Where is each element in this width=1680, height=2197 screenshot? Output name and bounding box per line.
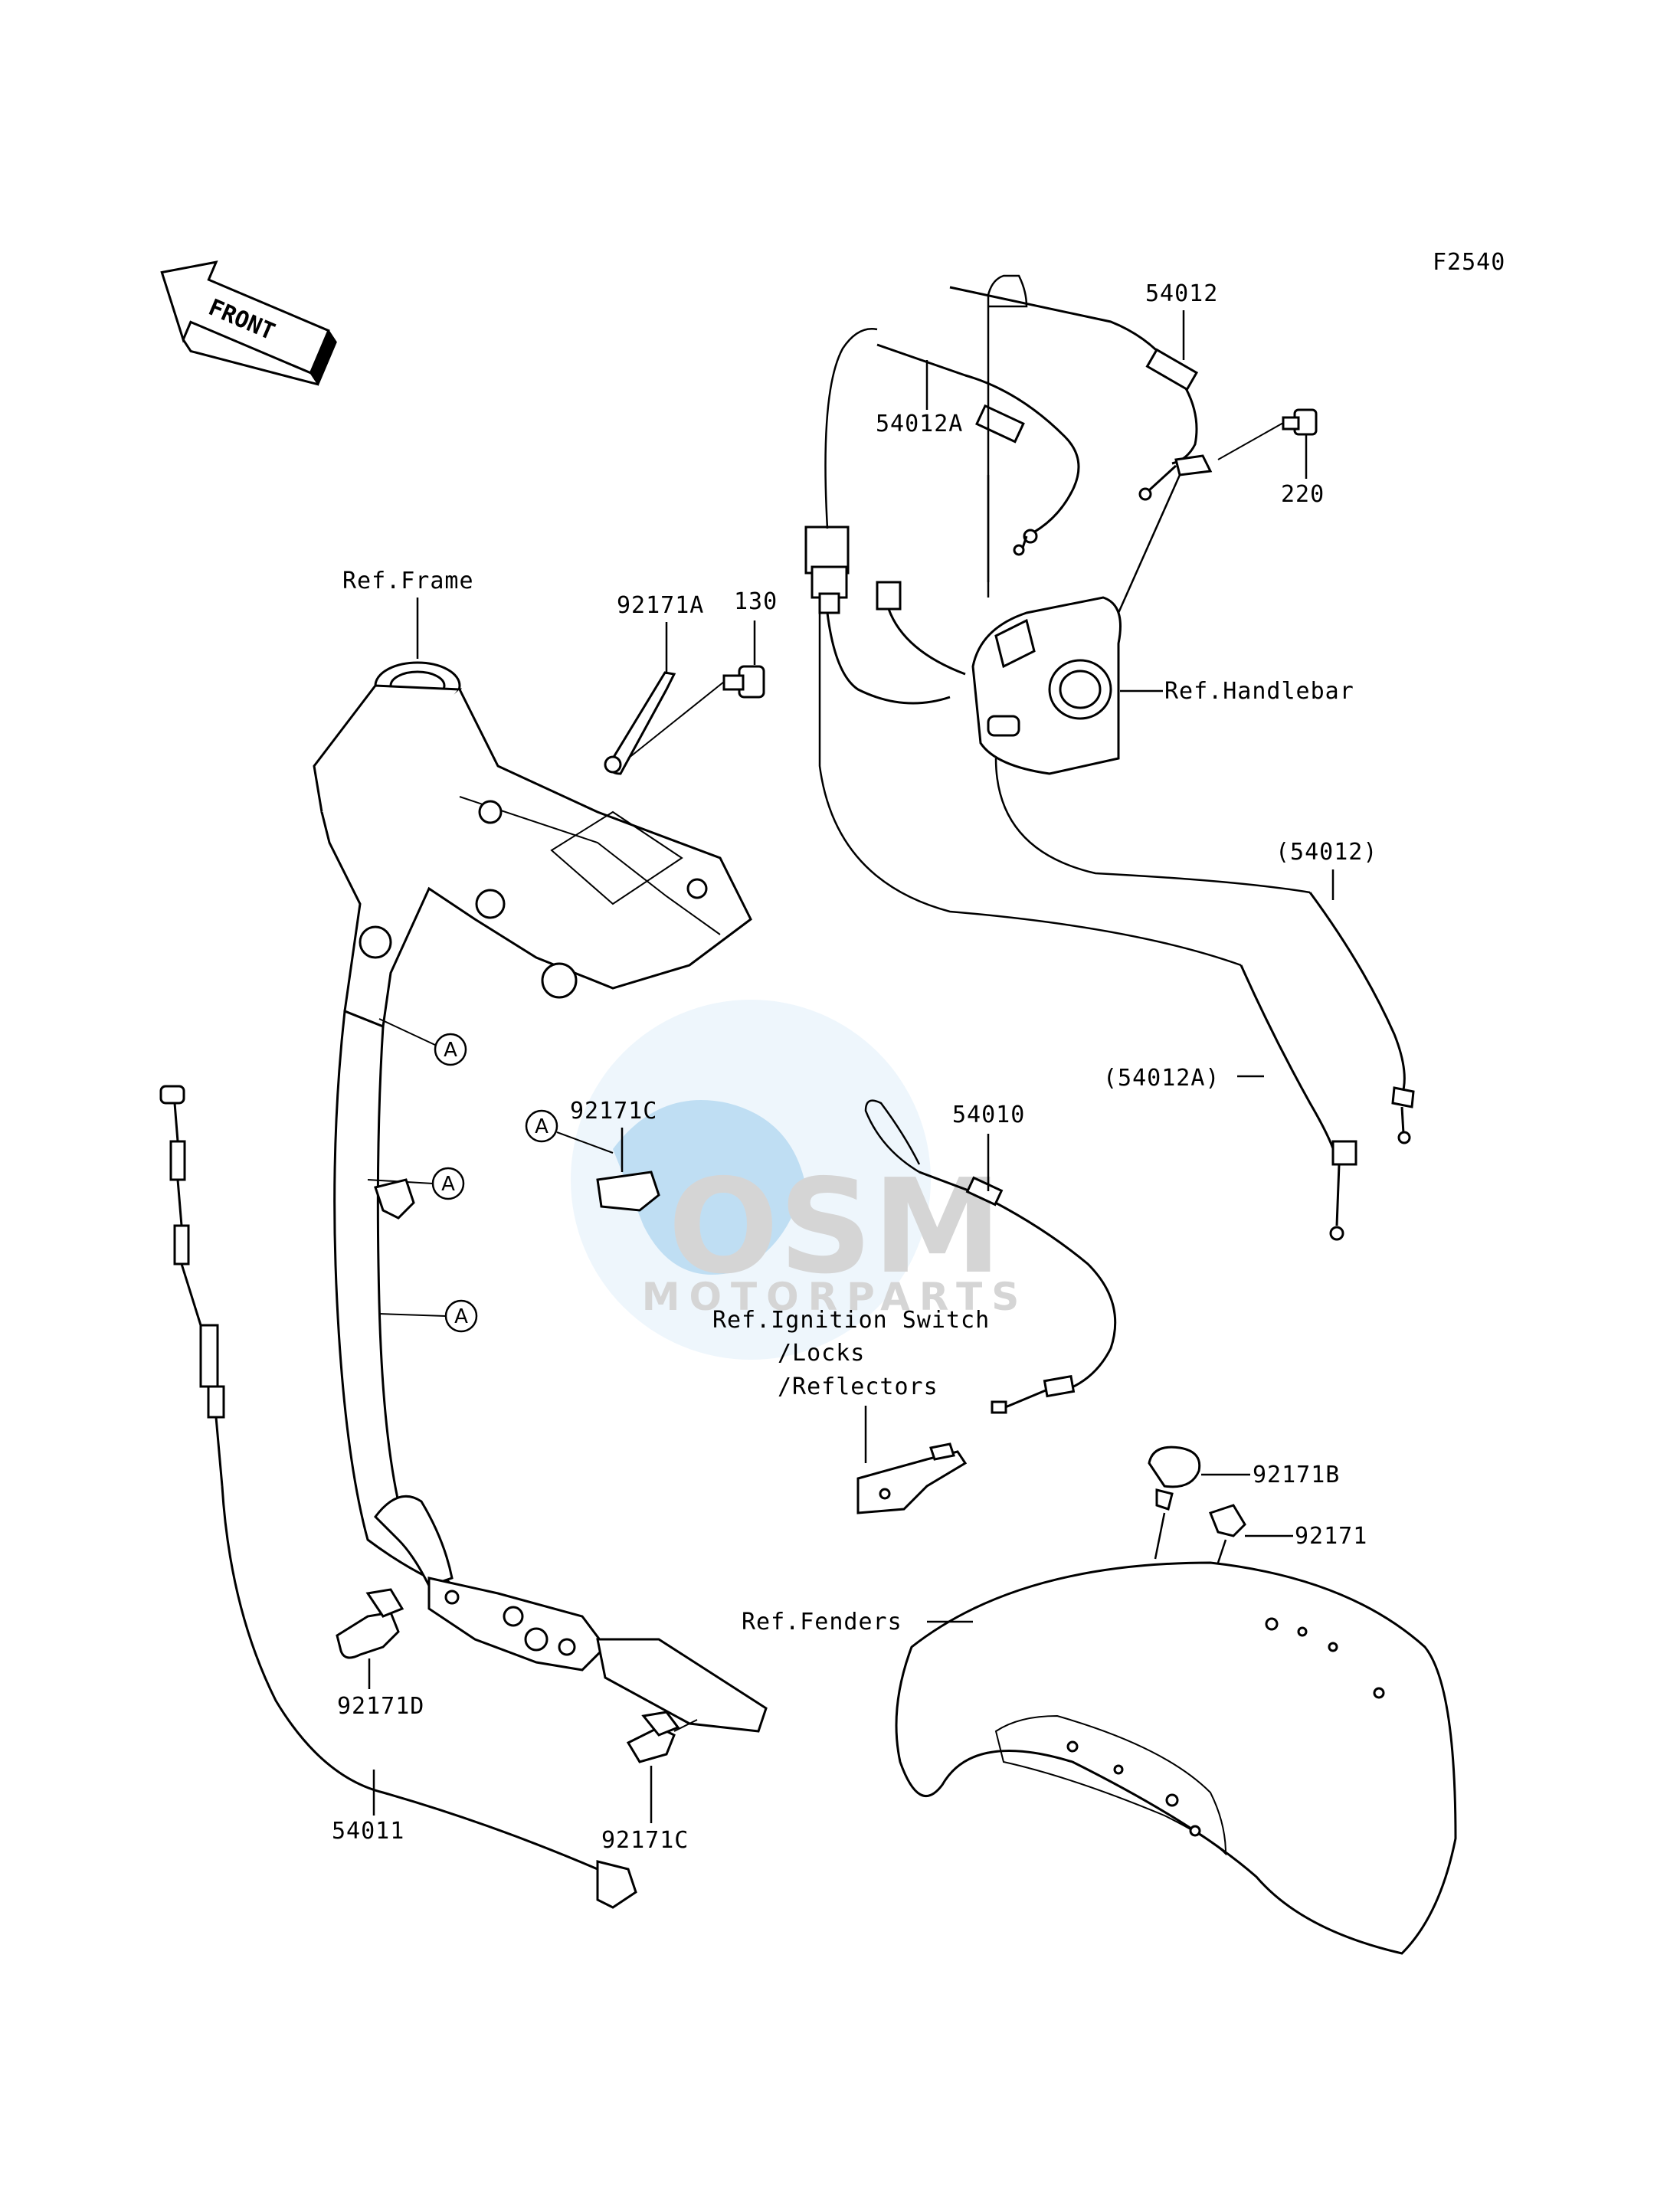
connector-plug xyxy=(804,526,850,614)
ref-fenders-label: Ref.Fenders xyxy=(742,1609,902,1635)
bolt-220 xyxy=(1282,408,1318,436)
ignition-bracket xyxy=(856,1442,968,1514)
watermark-brand: OSM xyxy=(668,1151,1002,1303)
callout-a-3: A xyxy=(378,1299,478,1333)
label-54012a: 54012A xyxy=(876,411,963,437)
ref-handlebar-label: Ref.Handlebar xyxy=(1164,678,1354,705)
cable-54012-top xyxy=(949,286,1198,465)
cable-54011 xyxy=(159,1085,637,1909)
ref-ignition-label-1: Ref.Ignition Switch xyxy=(712,1307,990,1334)
ref-frame-label: Ref.Frame xyxy=(342,568,474,594)
cable-54012a-lower xyxy=(1240,964,1338,1165)
label-220: 220 xyxy=(1281,481,1325,508)
frame-drawing xyxy=(313,661,768,1733)
cable-54012a-top xyxy=(876,343,1080,538)
callout-a-4: A xyxy=(525,1109,614,1154)
label-54010: 54010 xyxy=(952,1102,1025,1128)
handlebar-switch xyxy=(971,596,1122,775)
label-92171: 92171 xyxy=(1295,1523,1367,1550)
label-54012a-paren: (54012A) xyxy=(1103,1065,1220,1092)
label-54012-paren: (54012) xyxy=(1276,839,1377,866)
label-130: 130 xyxy=(734,588,778,615)
label-92171a: 92171A xyxy=(617,592,704,619)
label-54011: 54011 xyxy=(332,1818,404,1845)
clip-92171a xyxy=(604,671,676,775)
svg-text:A: A xyxy=(454,1305,468,1328)
svg-text:A: A xyxy=(535,1115,549,1138)
callout-a-1: A xyxy=(378,1018,467,1066)
label-92171c-top: 92171C xyxy=(570,1098,657,1125)
label-92171b: 92171B xyxy=(1253,1462,1340,1488)
clip-92171c-top xyxy=(596,1171,660,1212)
label-92171d: 92171D xyxy=(337,1693,424,1720)
clamp-frame-upper xyxy=(374,1178,415,1220)
ref-ignition-label-3: /Reflectors xyxy=(778,1374,938,1400)
fender-drawing xyxy=(895,1561,1457,1955)
callout-a-2: A xyxy=(367,1167,465,1200)
clip-92171c-bottom xyxy=(626,1711,680,1763)
svg-text:A: A xyxy=(441,1173,455,1196)
osm-watermark-logo: OSM MOTORPARTS xyxy=(571,1000,1029,1360)
clip-92171b xyxy=(1148,1446,1201,1511)
clip-92171d xyxy=(336,1588,404,1659)
cable-54010 xyxy=(919,1171,1117,1392)
front-arrow-icon: FRONT xyxy=(160,260,337,386)
ref-ignition-label-2: /Locks xyxy=(778,1340,865,1367)
svg-text:A: A xyxy=(444,1039,457,1062)
diagram-code: F2540 xyxy=(1433,249,1505,276)
clip-92171 xyxy=(1209,1504,1246,1537)
cable-54012-lower xyxy=(1308,892,1406,1096)
label-92171c-bottom: 92171C xyxy=(601,1827,689,1854)
label-54012: 54012 xyxy=(1145,280,1218,307)
watermark-subtitle: MOTORPARTS xyxy=(642,1275,1029,1319)
bolt-130 xyxy=(722,665,765,699)
